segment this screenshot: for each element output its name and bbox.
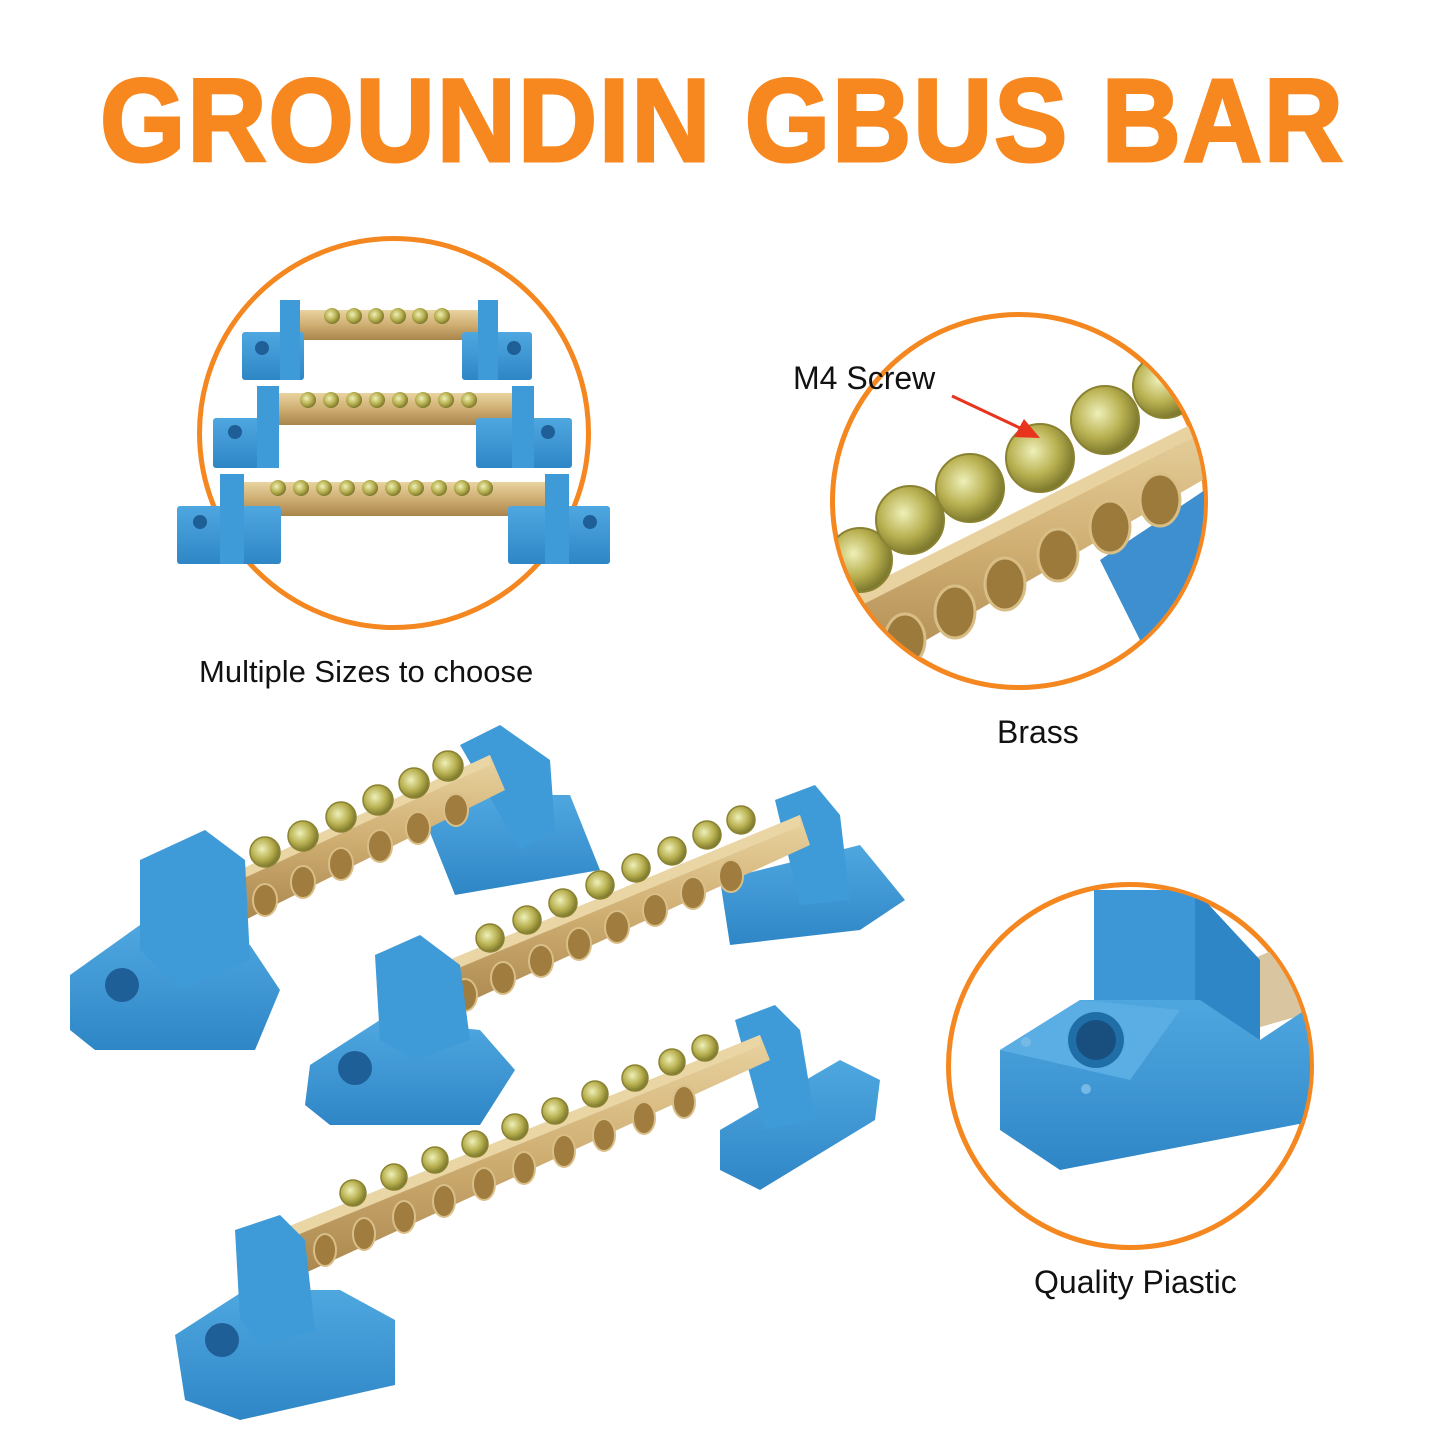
plastic-caption: Quality Piastic [1034,1264,1237,1300]
bus-bar-6 [70,725,600,1050]
headline-title: GROUNDIN GBUS BAR [99,55,1345,187]
m4-screw-label: M4 Screw [793,360,936,396]
m4-screw-arrow [951,394,1021,430]
brass-caption: Brass [997,714,1079,750]
brass-callout-circle [830,312,1208,690]
bus-bar-10 [175,1005,880,1420]
plastic-callout-circle [946,882,1314,1250]
sizes-caption: Multiple Sizes to choose [199,654,534,689]
bus-bar-8 [305,785,905,1125]
sizes-callout-circle [197,236,591,630]
